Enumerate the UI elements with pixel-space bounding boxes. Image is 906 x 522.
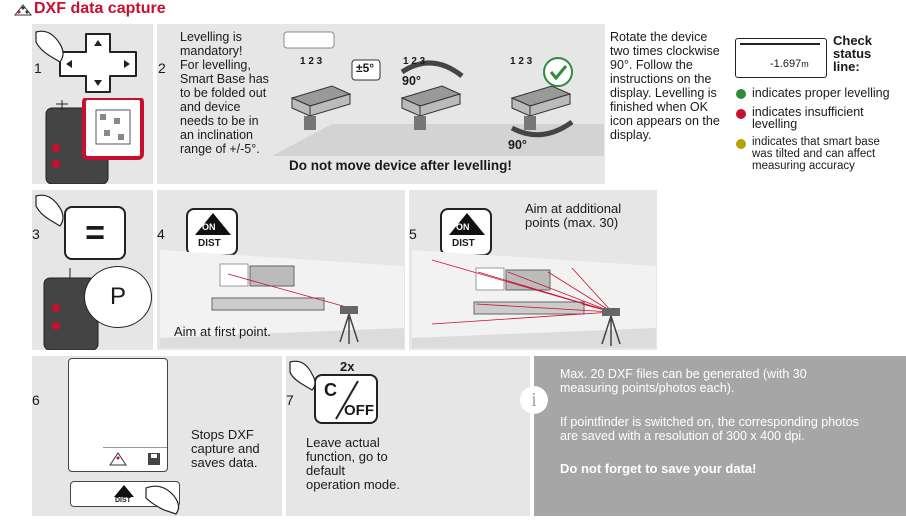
check-title: Check status line: [833,33,873,74]
equals-key: = [64,206,126,260]
finger-icon [145,485,180,515]
tilt-label: ±5° [356,61,375,75]
step-number: 1 [34,60,42,76]
dxf-capture-icon [109,452,127,466]
step-number: 7 [286,392,294,408]
p-bubble: P [84,266,152,328]
aim-first-text: Aim at first point. [174,324,271,339]
level-ok-icon [736,89,746,99]
step-number: 6 [32,392,40,408]
info-icon: i [520,386,548,414]
step-number: 5 [409,226,417,242]
clear-off-key: C OFF [314,374,378,424]
device-display [68,358,168,472]
on-triangle-icon [195,213,231,235]
info-text-2: If pointfinder is switched on, the corre… [560,415,859,443]
step-number: 3 [32,226,40,242]
first-point-illustration [160,250,404,348]
finger-icon [289,360,316,391]
status-item: indicates insufficient levelling [736,106,900,130]
info-panel [534,356,906,516]
levelling-text: Levelling is mandatory! For levelling, S… [180,30,269,156]
display-toolbar [103,447,167,469]
on-dist-key: ON DIST [186,208,238,256]
angle-label: 90° [508,138,527,152]
press-count: 2x [340,359,355,374]
step-indicator: 1 2 3 [300,56,323,67]
on-triangle-icon [114,485,134,497]
navigation-pad-icon [59,33,137,93]
status-item: indicates proper levelling [736,86,900,100]
device-screen-icon [45,98,144,184]
on-dist-key: ON DIST [440,208,492,256]
angle-label: 90° [402,74,421,88]
level-warning-icon [736,139,746,149]
leave-text: Leave actual function, go to default ope… [306,435,400,492]
levelling-steps-illustration [272,31,604,156]
save-icon [148,453,160,465]
screen-value: -1.697m [770,58,809,70]
finger-icon [35,30,64,63]
info-text-3: Do not forget to save your data! [560,461,757,476]
step-number: 2 [158,60,166,76]
page-title: DXF data capture [34,0,166,17]
on-triangle-icon [449,213,485,235]
finger-icon [35,194,64,227]
level-error-icon [736,109,746,119]
aim-additional-text: Aim at additional points (max. 30) [525,201,622,230]
stops-text: Stops DXF capture and saves data. [191,427,260,470]
additional-points-illustration [412,250,656,348]
warning-text: Do not move device after levelling! [289,158,512,173]
dxf-capture-icon [14,4,32,16]
status-screen: -1.697m [735,38,827,78]
status-item: indicates that smart base was tilted and… [736,136,900,172]
step-indicator: 1 2 3 [403,56,426,67]
step-number: 4 [157,226,165,242]
status-list: indicates proper levelling indicates ins… [736,86,900,172]
step-indicator: 1 2 3 [510,56,533,67]
status-line [740,43,820,45]
info-text-1: Max. 20 DXF files can be generated (with… [560,367,807,395]
rotate-text: Rotate the device two times clockwise 90… [610,30,720,142]
